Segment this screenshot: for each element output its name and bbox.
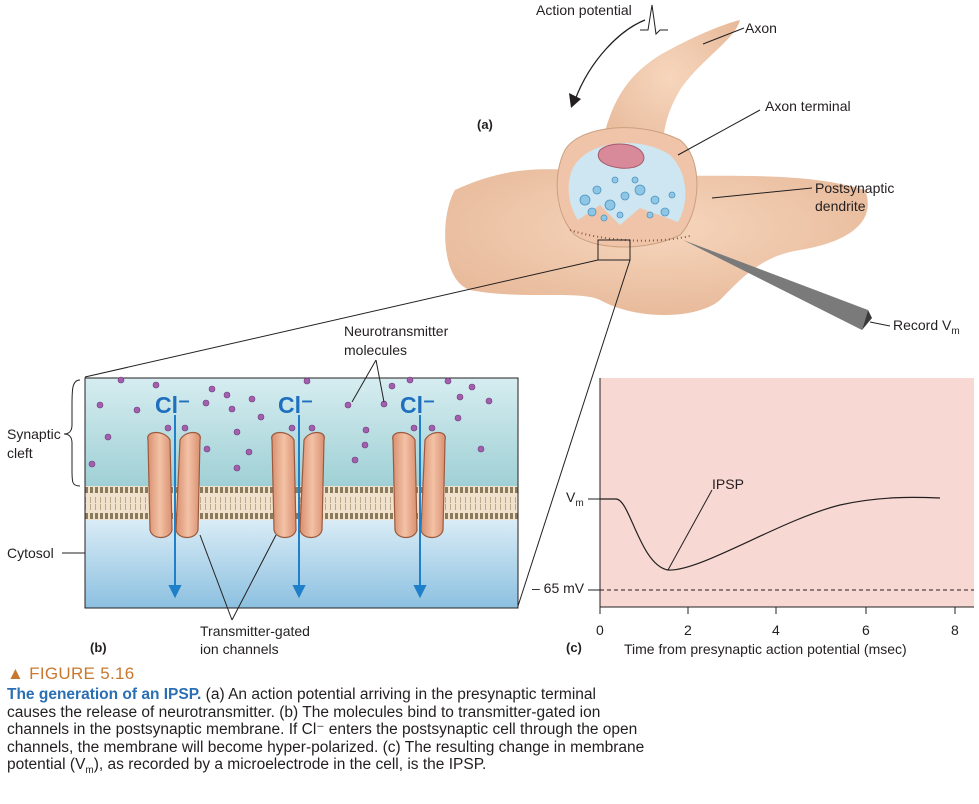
panel-c-label: (c) [566,640,582,655]
x-tick-8: 8 [951,622,959,638]
neurotransmitter-molecules [88,376,493,472]
cytosol-label: Cytosol [7,545,54,561]
transmitter-gated-label-2: ion channels [200,641,279,657]
x-tick-4: 4 [772,622,780,638]
spike-icon [640,4,668,36]
transmitter-gated-label-1: Transmitter-gated [200,623,310,639]
ipsp-label: IPSP [712,476,744,492]
cleft-brace [63,379,81,487]
x-tick-2: 2 [684,622,692,638]
x-ticks [599,607,956,614]
figure-caption: The generation of an IPSP. (a) An action… [7,686,645,777]
zoom-box [597,239,631,261]
ipsp-trace [600,496,941,571]
caption-body: (a) An action potential arriving in the … [7,686,645,774]
chloride-flux-arrows [168,415,427,599]
ion-channel-1 [147,431,201,539]
chloride-ion-1: Cl⁻ [155,392,191,418]
vesicles [579,176,676,222]
x-axis-title: Time from presynaptic action potential (… [624,641,907,657]
synaptic-cleft-label-2: cleft [7,445,33,461]
x-tick-6: 6 [862,622,870,638]
x-tick-0: 0 [596,622,604,638]
synaptic-cleft-label-1: Synaptic [7,426,61,442]
ion-channel-3 [392,431,446,539]
neurotransmitter-label-1: Neurotransmitter [344,323,449,339]
ion-channel-2 [271,431,325,539]
record-vm-label: Record Vm [893,317,960,337]
action-potential-label: Action potential [536,2,632,18]
panel-b-label: (b) [90,640,107,655]
caption-title: The generation of an IPSP. [7,686,202,703]
vm-axis-label: Vm [566,489,584,509]
mitochondrion [597,143,645,169]
caption-body-end: ), as recorded by a microelectrode in th… [93,756,487,774]
chloride-ion-2: Cl⁻ [278,392,314,418]
neurotransmitter-label-2: molecules [344,342,408,358]
graph-background [600,378,974,607]
action-potential-arrow [574,19,646,101]
axon-label: Axon [745,20,777,36]
panel-a-label: (a) [477,117,493,132]
postsynaptic-label-2: dendrite [815,198,866,214]
chloride-ion-3: Cl⁻ [400,392,436,418]
postsynaptic-label-1: Postsynaptic [815,180,895,196]
axon-terminal-label: Axon terminal [765,98,851,114]
figure-number: ▲ FIGURE 5.16 [7,664,135,683]
minus-65-label: – 65 mV [532,580,585,596]
terminal-cutaway [568,143,686,225]
microelectrode [683,240,868,330]
